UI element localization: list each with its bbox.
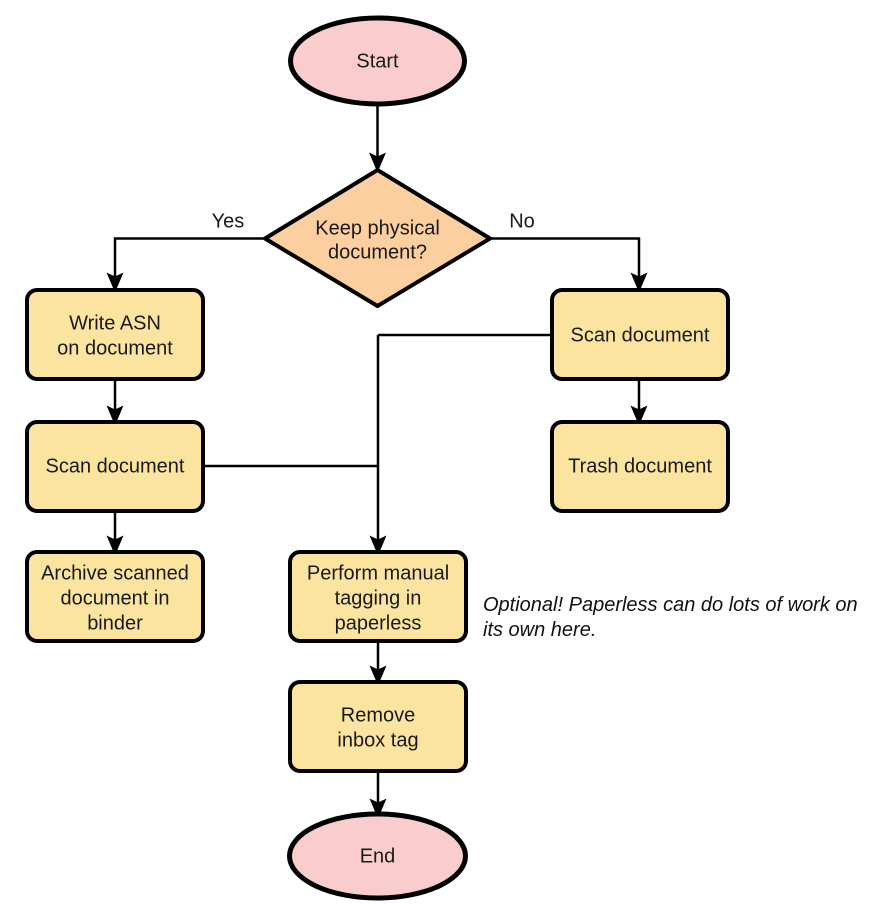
remove-inbox-label-line1: Remove [341,704,415,726]
edge-decision-no-to-scan-right [490,237,648,293]
scan-document-right-label: Scan document [571,324,710,346]
write-asn-label-line1: Write ASN [69,312,161,334]
optional-note: Optional! Paperless can do lots of work … [483,594,858,641]
decision-label-line1: Keep physical [315,217,440,239]
remove-inbox-label-line2: inbox tag [337,729,418,751]
archive-label-line3: binder [87,612,143,634]
tagging-label-line2: tagging in [335,587,422,609]
decision-diamond-shape[interactable] [263,168,492,308]
remove-inbox-tag-box-shape[interactable] [288,680,468,773]
archive-label-line1: Archive scanned [41,562,189,584]
end-label: End [360,845,396,867]
tagging-label-line3: paperless [335,612,422,634]
scan-document-left-box-shape[interactable] [25,420,205,513]
archive-box-shape[interactable] [25,550,205,643]
write-asn-box-shape[interactable] [25,288,205,381]
edge-label-yes: Yes [212,210,245,232]
node-end[interactable]: End [287,811,468,901]
optional-note-line2: its own here. [483,619,596,641]
node-scan-document-left[interactable]: Scan document [25,420,205,513]
node-write-asn-on-document[interactable]: Write ASN on document [25,288,205,381]
tagging-box-shape[interactable] [288,550,468,643]
node-remove-inbox-tag[interactable]: Remove inbox tag [288,680,468,773]
tagging-label-line1: Perform manual [307,562,449,584]
write-asn-label-line2: on document [57,337,173,359]
edge-labels-layer: Yes No [212,210,535,232]
node-perform-manual-tagging[interactable]: Perform manual tagging in paperless [288,550,468,643]
end-ellipse-shape[interactable] [287,811,468,901]
decision-label-line2: document? [328,241,427,263]
start-label: Start [356,50,399,72]
scan-document-right-box-shape[interactable] [550,288,730,381]
node-archive-scanned-document[interactable]: Archive scanned document in binder [25,550,205,643]
archive-label-line2: document in [61,587,170,609]
node-decision-keep-physical-document[interactable]: Keep physical document? [263,168,492,308]
edge-label-no: No [509,210,535,232]
start-ellipse-shape[interactable] [288,15,467,107]
node-scan-document-right[interactable]: Scan document [550,288,730,381]
node-start[interactable]: Start [288,15,467,107]
trash-document-label: Trash document [568,455,712,477]
node-trash-document[interactable]: Trash document [550,420,730,513]
optional-note-line1: Optional! Paperless can do lots of work … [483,594,858,616]
trash-document-box-shape[interactable] [550,420,730,513]
edge-decision-yes-to-write-asn [106,237,265,293]
edges-layer [106,104,648,819]
scan-document-left-label: Scan document [46,455,185,477]
